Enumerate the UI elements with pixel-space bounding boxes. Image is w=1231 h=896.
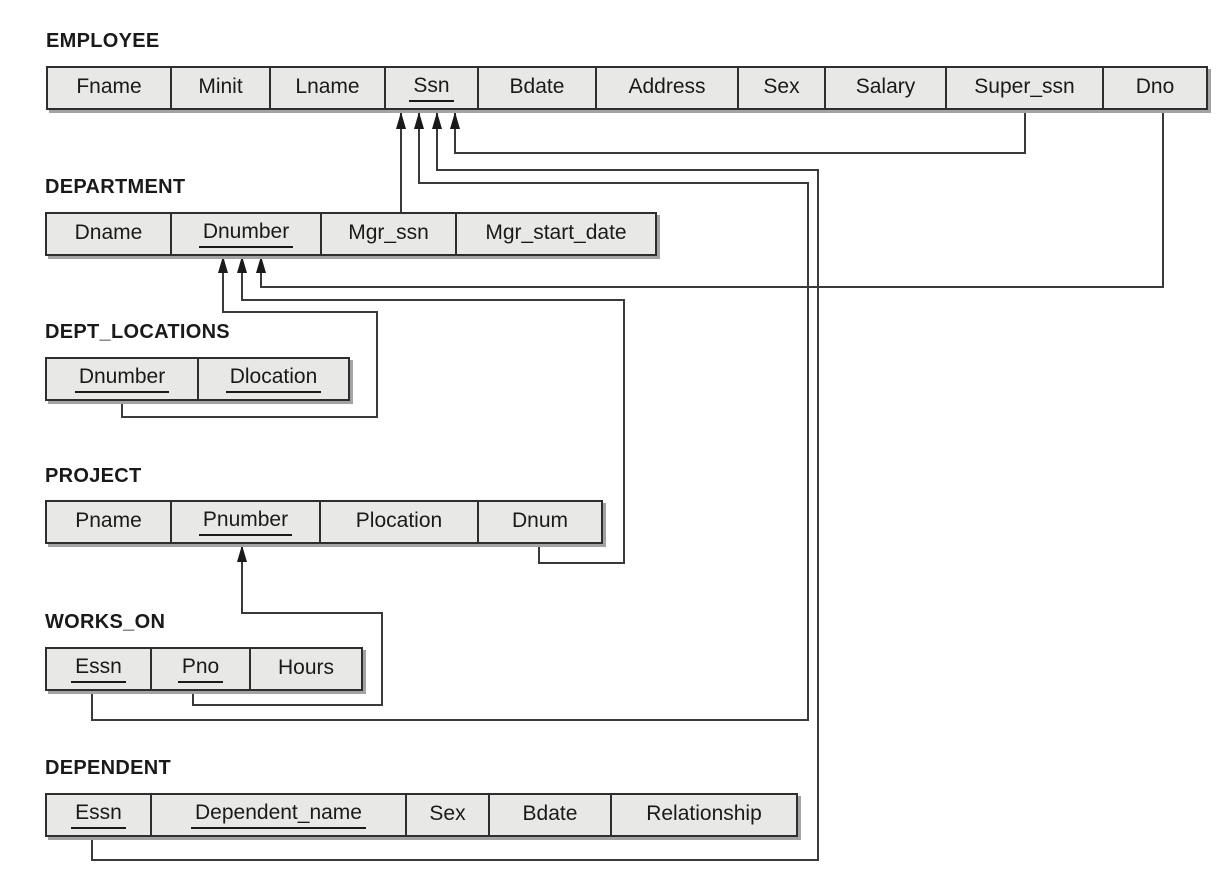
- relation-title-dept-locations: DEPT_LOCATIONS: [45, 321, 230, 343]
- cell-employee-salary: Salary: [824, 68, 945, 108]
- attribute-label: Address: [628, 74, 706, 98]
- cell-dependent-essn: Essn: [47, 795, 150, 835]
- cell-dept-locations-dnumber: Dnumber: [47, 359, 197, 399]
- cell-works-on-pno: Pno: [150, 649, 249, 689]
- attribute-label: Salary: [855, 74, 916, 98]
- cell-employee-bdate: Bdate: [477, 68, 595, 108]
- cell-employee-lname: Lname: [269, 68, 384, 108]
- cell-project-dnum: Dnum: [477, 502, 601, 542]
- cell-employee-minit: Minit: [170, 68, 269, 108]
- fk-works-on-pno-to-project-pnumber: [192, 545, 383, 706]
- attribute-label: Minit: [198, 74, 243, 98]
- attribute-label: Pname: [75, 508, 142, 532]
- cell-dependent-bdate: Bdate: [488, 795, 610, 835]
- key-attribute-label: Essn: [71, 655, 126, 684]
- cell-employee-super-ssn: Super_ssn: [945, 68, 1102, 108]
- relation-title-dependent: DEPENDENT: [45, 757, 172, 779]
- cell-dependent-sex: Sex: [405, 795, 488, 835]
- fk-dept-locations-dnumber-to-department-dnumber: [121, 256, 378, 418]
- key-attribute-label: Dlocation: [225, 365, 322, 394]
- cell-employee-dno: Dno: [1102, 68, 1206, 108]
- key-attribute-label: Pno: [177, 655, 224, 684]
- cell-employee-fname: Fname: [48, 68, 170, 108]
- cell-works-on-essn: Essn: [47, 649, 150, 689]
- attribute-label: Mgr_ssn: [348, 220, 429, 244]
- cell-employee-sex: Sex: [737, 68, 824, 108]
- attribute-label: Lname: [295, 74, 360, 98]
- key-attribute-label: Dependent_name: [191, 801, 366, 830]
- fk-employee-dno-to-department-dnumber: [256, 108, 1164, 288]
- cell-employee-address: Address: [595, 68, 737, 108]
- key-attribute-label: Pnumber: [198, 508, 293, 537]
- cell-project-pname: Pname: [47, 502, 170, 542]
- relation-row-project: Pname Pnumber Plocation Dnum: [45, 500, 603, 544]
- relation-row-department: Dname Dnumber Mgr_ssn Mgr_start_date: [45, 212, 657, 256]
- cell-project-plocation: Plocation: [319, 502, 477, 542]
- cell-employee-ssn: Ssn: [384, 68, 477, 108]
- cell-dependent-dependent-name: Dependent_name: [150, 795, 405, 835]
- attribute-label: Bdate: [522, 801, 578, 825]
- attribute-label: Sex: [429, 801, 466, 825]
- key-attribute-label: Essn: [71, 801, 126, 830]
- cell-works-on-hours: Hours: [249, 649, 361, 689]
- attribute-label: Plocation: [355, 508, 443, 532]
- attribute-label: Hours: [277, 655, 335, 679]
- attribute-label: Dname: [74, 220, 143, 244]
- relation-row-employee: Fname Minit Lname Ssn Bdate Address Sex Salary S…: [46, 66, 1208, 110]
- attribute-label: Fname: [76, 74, 142, 98]
- attribute-label: Sex: [763, 74, 800, 98]
- fk-works-on-essn-to-employee-ssn: [91, 112, 809, 721]
- relation-title-department: DEPARTMENT: [45, 176, 186, 198]
- attribute-label: Relationship: [646, 801, 762, 825]
- cell-department-mgr-start-date: Mgr_start_date: [455, 214, 655, 254]
- key-attribute-label: Dnumber: [74, 365, 170, 394]
- relation-row-dept-locations: Dnumber Dlocation: [45, 357, 350, 401]
- cell-project-pnumber: Pnumber: [170, 502, 319, 542]
- attribute-label: Super_ssn: [974, 74, 1075, 98]
- attribute-label: Bdate: [509, 74, 565, 98]
- cell-dept-locations-dlocation: Dlocation: [197, 359, 348, 399]
- cell-dependent-relationship: Relationship: [610, 795, 796, 835]
- relation-row-works-on: Essn Pno Hours: [45, 647, 363, 691]
- cell-department-dname: Dname: [47, 214, 170, 254]
- key-attribute-label: Dnumber: [198, 220, 294, 249]
- relation-row-dependent: Essn Dependent_name Sex Bdate Relationship: [45, 793, 798, 837]
- fk-super-ssn-to-employee-ssn: [450, 108, 1026, 154]
- cell-department-mgr-ssn: Mgr_ssn: [320, 214, 455, 254]
- relation-title-employee: EMPLOYEE: [46, 30, 160, 52]
- relation-title-project: PROJECT: [45, 465, 142, 487]
- attribute-label: Dno: [1135, 74, 1175, 98]
- attribute-label: Mgr_start_date: [485, 220, 627, 244]
- relation-title-works-on: WORKS_ON: [45, 611, 166, 633]
- attribute-label: Dnum: [511, 508, 569, 532]
- cell-department-dnumber: Dnumber: [170, 214, 320, 254]
- fk-project-dnum-to-department-dnumber: [237, 256, 625, 564]
- key-attribute-label: Ssn: [409, 74, 454, 103]
- fk-dependent-essn-to-employee-ssn: [91, 112, 819, 861]
